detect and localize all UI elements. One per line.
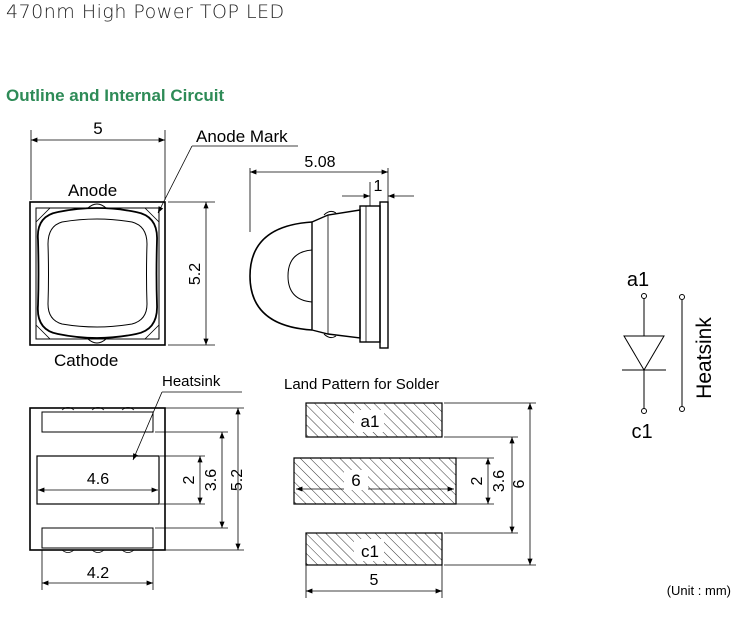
anode-label: Anode bbox=[68, 181, 117, 200]
side-lead-dim: 1 bbox=[374, 178, 383, 195]
circuit-anode-pin: a1 bbox=[627, 269, 649, 291]
circuit-symbol bbox=[622, 293, 685, 414]
bottom-heatsink-width-dim: 4.6 bbox=[87, 471, 109, 488]
cathode-label: Cathode bbox=[54, 351, 118, 370]
land-pattern-title: Land Pattern for Solder bbox=[284, 376, 439, 393]
side-view bbox=[249, 168, 414, 349]
bottom-total-height-dim: 5.2 bbox=[229, 469, 246, 491]
section-title: Outline and Internal Circuit bbox=[6, 86, 225, 105]
land-total-dim: 6 bbox=[511, 479, 528, 488]
land-pattern bbox=[293, 402, 536, 598]
circuit-cathode-pin: c1 bbox=[631, 421, 652, 443]
bottom-pad-gap-dim: 2 bbox=[181, 475, 198, 484]
top-height-dim: 5.2 bbox=[187, 263, 204, 285]
heatsink-label: Heatsink bbox=[162, 373, 221, 390]
anode-mark-label: Anode Mark bbox=[196, 127, 288, 146]
land-mid-dim: 3.6 bbox=[491, 470, 508, 492]
land-gap-dim: 2 bbox=[469, 476, 486, 485]
bottom-heatsink-height-dim: 3.6 bbox=[203, 469, 220, 491]
land-width-dim: 5 bbox=[370, 572, 379, 589]
top-width-dim: 5 bbox=[93, 119, 102, 138]
bottom-view bbox=[29, 391, 244, 590]
side-depth-dim: 5.08 bbox=[304, 154, 335, 171]
page-title: 470nm High Power TOP LED bbox=[6, 1, 285, 23]
top-view bbox=[29, 130, 298, 346]
land-pad-c1: c1 bbox=[361, 542, 379, 561]
land-pad-a1: a1 bbox=[361, 412, 380, 431]
circuit-heatsink-label: Heatsink bbox=[693, 317, 716, 399]
land-pad-center: 6 bbox=[351, 471, 360, 490]
unit-note: (Unit : mm) bbox=[667, 583, 731, 598]
bottom-width-dim: 4.2 bbox=[87, 565, 109, 582]
